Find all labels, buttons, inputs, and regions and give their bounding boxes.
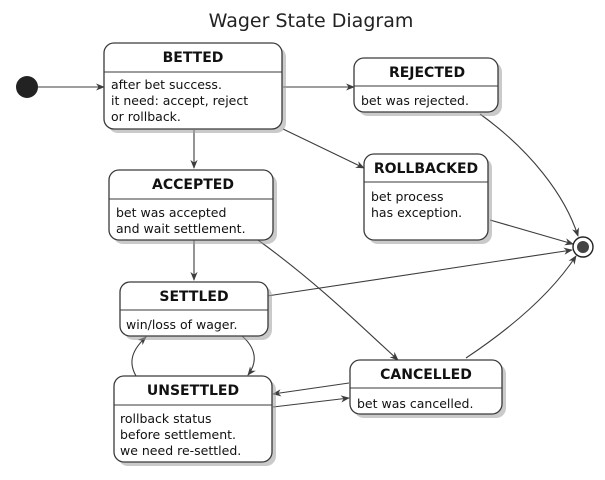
transition-edges (38, 83, 579, 408)
state-desc-line: win/loss of wager. (126, 317, 237, 332)
state-name: CANCELLED (380, 367, 472, 383)
state-desc-line: before settlement. (120, 427, 236, 442)
edge-unsettled-to-cancelled (272, 395, 350, 408)
edge-cancelled-to-end (465, 255, 577, 359)
state-desc-line: and wait settlement. (116, 221, 246, 236)
state-cancelled: CANCELLED bet was cancelled. (349, 359, 506, 418)
state-accepted: ACCEPTED bet was accepted and wait settl… (108, 169, 277, 244)
edge-rejected-to-end (479, 113, 579, 237)
state-desc-line: bet process (371, 189, 444, 204)
state-desc-line: or rollback. (111, 109, 181, 124)
state-rejected: REJECTED bet was rejected. (353, 57, 502, 116)
edge-betted-to-rollbacked (282, 128, 365, 169)
state-rollbacked: ROLLBACKED bet process has exception. (363, 153, 492, 244)
state-desc-line: rollback status (120, 411, 212, 426)
state-desc-line: it need: accept, reject (111, 93, 248, 108)
start-state-icon (16, 76, 38, 98)
state-desc-line: after bet success. (111, 77, 222, 92)
edge-cancelled-to-unsettled (272, 382, 350, 397)
edge-unsettled-to-settled (131, 336, 147, 377)
state-desc-line: we need re-settled. (120, 443, 241, 458)
state-name: REJECTED (389, 65, 465, 81)
state-betted: BETTED after bet success. it need: accep… (103, 42, 286, 133)
diagram-title: Wager State Diagram (209, 10, 414, 32)
edge-rollbacked-to-end (489, 219, 574, 246)
state-name: UNSETTLED (147, 383, 239, 399)
edge-settled-to-end (266, 247, 573, 297)
state-unsettled: UNSETTLED rollback status before settlem… (113, 375, 276, 466)
edge-settled-to-unsettled (241, 335, 256, 376)
state-desc-line: bet was cancelled. (357, 396, 473, 411)
state-name: ACCEPTED (152, 177, 234, 193)
state-name: SETTLED (159, 289, 228, 305)
end-state-icon (572, 236, 594, 258)
state-name: BETTED (163, 50, 224, 66)
state-desc-line: has exception. (371, 205, 462, 220)
state-desc-line: bet was accepted (116, 205, 226, 220)
edge-accepted-to-cancelled (257, 239, 399, 361)
state-name: ROLLBACKED (374, 161, 478, 177)
state-settled: SETTLED win/loss of wager. (119, 281, 272, 340)
state-desc-line: bet was rejected. (361, 93, 469, 108)
